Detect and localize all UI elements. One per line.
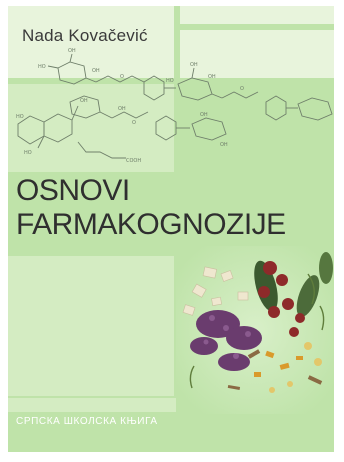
pale-panel-top-left	[8, 6, 174, 78]
structure-label-oh: OH	[92, 68, 100, 74]
herbs-photo	[176, 246, 334, 414]
title-line-1: OSNOVI	[16, 174, 130, 207]
structure-label-oh: OH	[208, 74, 216, 80]
author-name: Nada Kovačević	[22, 26, 148, 45]
structure-label-o: O	[132, 120, 136, 126]
structure-label-oh: OH	[200, 112, 208, 118]
structure-label-o: O	[240, 86, 244, 92]
structure-label-oh: OH	[118, 106, 126, 112]
pale-panel-right-band	[180, 30, 334, 78]
pale-panel-lower-left	[8, 256, 174, 396]
structure-label-oh: OH	[68, 48, 76, 54]
structure-label-o: O	[120, 74, 124, 80]
structure-label-ho: HO	[38, 64, 46, 70]
structure-label-cooh: COOH	[126, 158, 141, 164]
publisher-name: СРПСКА ШКОЛСКА КЊИГА	[16, 416, 158, 427]
structure-label-ho: HO	[16, 114, 24, 120]
chemical-structure-drawing: OH HO OH O OH HO OH O HO OH OH O OH OH H…	[16, 48, 333, 164]
structure-label-ho: HO	[24, 150, 32, 156]
structure-label-ho: HO	[166, 78, 174, 84]
book-cover: OH HO OH O OH HO OH O HO OH OH O OH OH H…	[8, 6, 334, 452]
title-line-2: FARMAKOGNOZIJE	[16, 208, 286, 241]
structure-label-oh: OH	[80, 98, 88, 104]
pale-panel-left	[8, 84, 174, 172]
structure-label-oh: OH	[220, 142, 228, 148]
structure-label-oh: OH	[190, 62, 198, 68]
pale-panel-top-right	[180, 6, 334, 24]
